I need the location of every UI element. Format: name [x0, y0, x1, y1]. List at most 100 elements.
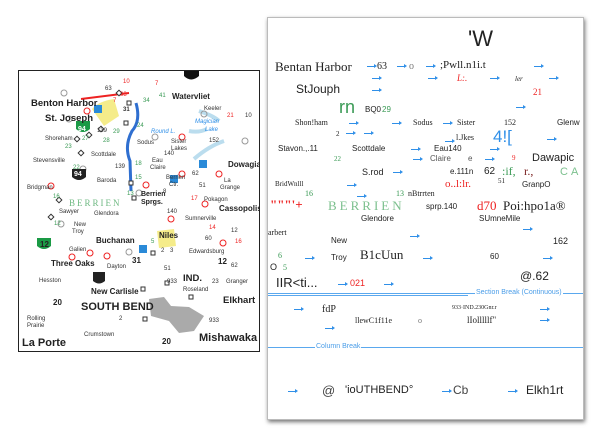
- tab-arrow-icon: [428, 76, 438, 80]
- tab-arrow-icon: [347, 183, 357, 187]
- doc-text: 60: [490, 252, 499, 261]
- doc-text: Bentan Harbor: [275, 59, 352, 74]
- map-label: Three Oaks: [51, 259, 95, 268]
- doc-text: @: [322, 383, 336, 398]
- map-label: Sister: [171, 139, 187, 145]
- doc-text: 021: [350, 278, 366, 288]
- map-label: Troy: [72, 229, 84, 235]
- tab-arrow-icon: [325, 326, 335, 330]
- doc-text: Shon!ham: [295, 118, 328, 127]
- doc-text: StJouph: [296, 82, 341, 96]
- lake-label: Lake: [205, 127, 219, 133]
- map-label: Pokagon: [204, 197, 228, 203]
- map-image: Benton Harbor St. Joseph Watervliet Keel…: [18, 70, 260, 352]
- map-label: Hesston: [39, 278, 62, 284]
- route-number: 12: [231, 228, 238, 234]
- doc-text: Cb: [453, 383, 469, 397]
- map-label: Crumstown: [84, 332, 115, 338]
- route-number: 60: [205, 236, 212, 242]
- map-label: Shoreham: [45, 136, 73, 142]
- route-number: 21: [227, 113, 234, 119]
- tab-arrow-icon: [294, 307, 304, 311]
- doc-text: CA: [560, 166, 582, 178]
- map-label: Baroda: [97, 178, 117, 184]
- tab-arrow-icon: [372, 88, 382, 92]
- route-number: 51: [164, 266, 171, 272]
- map-label: Keeler: [204, 106, 222, 112]
- map-label: Mishawaka: [199, 332, 258, 344]
- doc-text: 51: [498, 177, 505, 185]
- route-number: 5: [151, 239, 155, 245]
- route-number: 7: [155, 81, 159, 87]
- doc-text: Scottdale: [352, 144, 386, 153]
- doc-text: Stavon.,.11: [278, 144, 318, 153]
- tab-arrow-icon: [547, 137, 557, 141]
- doc-text: o: [418, 316, 422, 325]
- doc-text: Eau140: [434, 144, 462, 153]
- doc-text: Sister: [457, 118, 476, 127]
- doc-text: llewC1f11e: [355, 316, 393, 325]
- column-break-line: [268, 347, 583, 348]
- doc-text: Glendore: [361, 214, 394, 223]
- doc-text: SUmneMile: [479, 214, 521, 223]
- tab-arrow-icon: [393, 170, 403, 174]
- map-label: Sprgs.: [141, 199, 163, 206]
- doc-text: 6: [278, 251, 282, 260]
- doc-text: New: [331, 236, 348, 245]
- doc-text: 13: [396, 189, 404, 198]
- doc-text: 933·IND.230Gnr.r: [452, 305, 497, 311]
- tab-arrow-icon: [357, 194, 367, 198]
- doc-text: Claire: [430, 154, 451, 163]
- lake-label: Magician: [195, 119, 220, 125]
- route-number: 34: [143, 98, 150, 104]
- route-number: 23: [212, 279, 219, 285]
- tab-arrow-icon: [349, 121, 359, 125]
- route-number: 29: [113, 129, 120, 135]
- route-number: 15: [135, 175, 142, 181]
- route-number: 139: [115, 164, 126, 170]
- tab-arrow-icon: [445, 139, 455, 143]
- us-route-shield: 20: [53, 298, 62, 307]
- doc-text: BERRIEN: [328, 198, 405, 213]
- route-number: 63: [105, 86, 112, 92]
- doc-text: 5: [283, 263, 287, 272]
- map-label: SOUTH BEND: [81, 301, 154, 313]
- route-number: 140: [164, 151, 175, 157]
- route-number: 2: [119, 316, 123, 322]
- doc-text: Poi:hpo1a®: [503, 198, 566, 213]
- route-number: 7: [113, 98, 117, 104]
- map-label: Buchanan: [96, 236, 135, 245]
- doc-text: BridWnlll: [275, 180, 304, 188]
- map-label: Scottdale: [91, 152, 117, 158]
- map-label: Watervliet: [172, 92, 210, 101]
- tab-arrow-icon: [443, 121, 453, 125]
- map-label: IND.: [183, 273, 202, 284]
- ocr-document-page[interactable]: 'W Bentan Harbor 63 o ;Pwll.n1i.t L:. le…: [267, 17, 584, 420]
- map-label: Eau: [152, 158, 163, 164]
- doc-text: fdP: [322, 304, 336, 315]
- doc-text: 152: [504, 118, 516, 127]
- doc-text: :if,: [502, 164, 516, 178]
- doc-text: 29: [382, 105, 391, 114]
- doc-text: 'ioUTHBEND°: [345, 384, 414, 396]
- map-label: Galien: [69, 247, 87, 253]
- map-label: Dayton: [107, 264, 127, 270]
- tab-arrow-icon: [305, 256, 315, 260]
- tab-arrow-icon: [523, 227, 533, 231]
- doc-text: BQ0: [365, 105, 382, 114]
- doc-text: O: [270, 262, 278, 272]
- tab-arrow-icon: [413, 157, 423, 161]
- doc-text: 4![: [493, 127, 512, 146]
- route-number: 12: [54, 221, 61, 227]
- doc-text: 16: [305, 189, 313, 198]
- map-label: Elkhart: [223, 295, 256, 306]
- doc-text: GranpO: [522, 180, 551, 189]
- route-number: 140: [167, 209, 178, 215]
- doc-text: Elkh1rt: [526, 383, 564, 397]
- map-label: Berrien: [166, 175, 186, 181]
- doc-text: o..l:lr.: [445, 178, 471, 190]
- doc-text: arbert: [268, 228, 287, 237]
- route-number: 62: [192, 171, 199, 177]
- tab-arrow-icon: [397, 64, 407, 68]
- route-number: 8: [163, 189, 167, 195]
